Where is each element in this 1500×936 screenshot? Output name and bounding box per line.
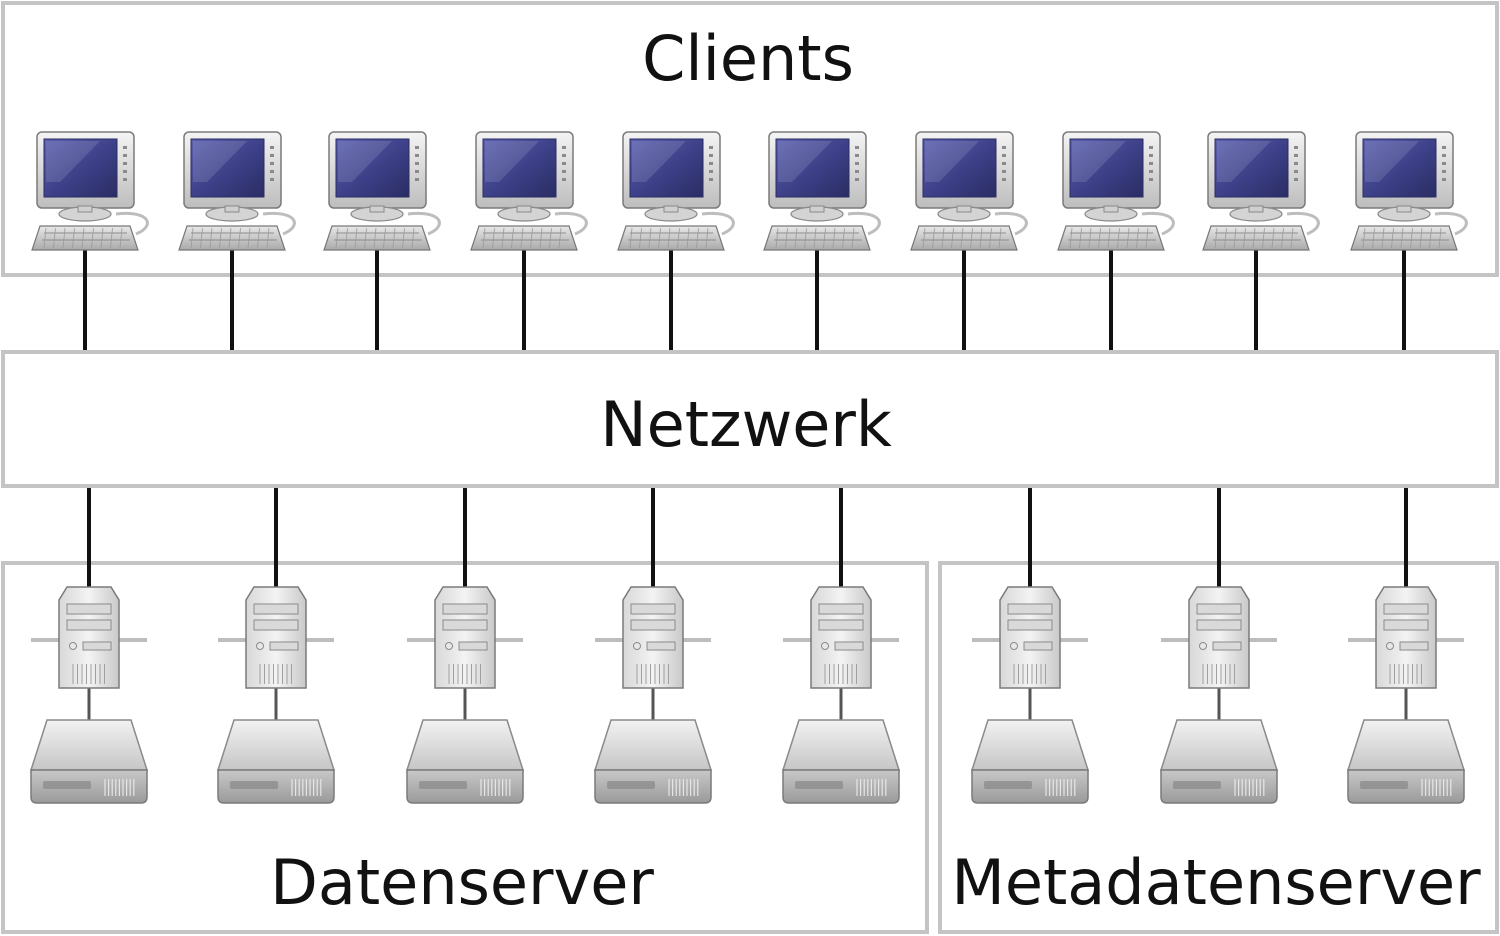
- hard-disk-icon: [593, 719, 713, 804]
- clients-title: Clients: [642, 22, 854, 95]
- desktop-computer-icon: [1350, 131, 1468, 251]
- server-tower-icon: [972, 586, 1088, 720]
- desktop-computer-icon: [470, 131, 588, 251]
- connection-lines: [83, 248, 1408, 590]
- server-tower-icon: [31, 586, 147, 720]
- data-servers-title: Datenserver: [270, 846, 654, 919]
- server-tower-icon: [783, 586, 899, 720]
- desktop-computer-icon: [1202, 131, 1320, 251]
- desktop-computer-icon: [323, 131, 441, 251]
- desktop-computer-icon: [910, 131, 1028, 251]
- network-title: Netzwerk: [600, 388, 892, 461]
- desktop-computer-icon: [617, 131, 735, 251]
- desktop-computer-icon: [178, 131, 296, 251]
- hard-disk-icon: [1346, 719, 1466, 804]
- server-tower-icon: [218, 586, 334, 720]
- hard-disk-icon: [781, 719, 901, 804]
- metadata-servers-title: Metadatenserver: [951, 846, 1481, 919]
- hard-disk-icon: [405, 719, 525, 804]
- desktop-computer-icon: [763, 131, 881, 251]
- network-box: [1, 350, 1499, 488]
- clients-group: [31, 131, 1468, 251]
- hard-disk-icon: [29, 719, 149, 804]
- desktop-computer-icon: [31, 131, 149, 251]
- hard-disk-icon: [216, 719, 336, 804]
- hard-disk-icon: [970, 719, 1090, 804]
- server-tower-icon: [595, 586, 711, 720]
- servers-group: [29, 586, 1466, 804]
- server-tower-icon: [1348, 586, 1464, 720]
- server-tower-icon: [407, 586, 523, 720]
- server-tower-icon: [1161, 586, 1277, 720]
- desktop-computer-icon: [1057, 131, 1175, 251]
- hard-disk-icon: [1159, 719, 1279, 804]
